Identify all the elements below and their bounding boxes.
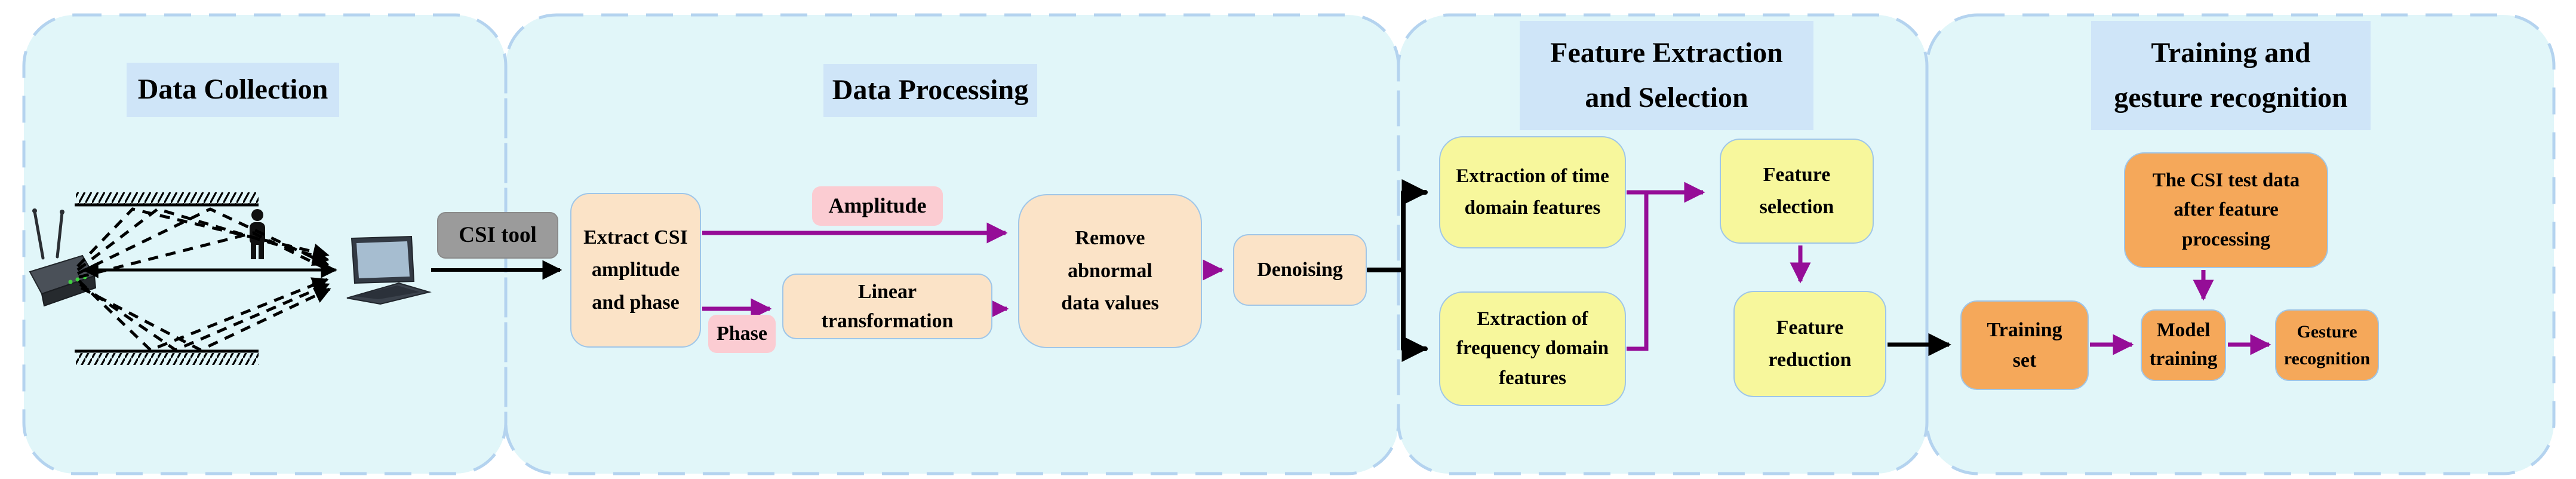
arrow-denoising-to-time xyxy=(1366,179,1428,272)
extract-csi-box: Extract CSI amplitude and phase xyxy=(570,193,701,348)
remove-abnormal-box: Remove abnormal data values xyxy=(1018,194,1202,348)
linear-transformation-box: Linear transformation xyxy=(782,274,992,339)
phase-label: Phase xyxy=(708,315,776,353)
csi-tool-box: CSI tool xyxy=(437,212,558,259)
csi-test-data-box: The CSI test data after feature processi… xyxy=(2124,152,2328,268)
title-training: Training and gesture recognition xyxy=(2091,21,2371,130)
floor-hatch xyxy=(75,349,259,365)
feature-reduction-box: Feature reduction xyxy=(1733,291,1886,397)
feature-selection-box: Feature selection xyxy=(1720,139,1874,244)
title-data-collection: Data Collection xyxy=(127,63,339,117)
training-set-box: Training set xyxy=(1960,300,2089,390)
section-data-processing xyxy=(506,15,1398,474)
amplitude-label: Amplitude xyxy=(812,186,943,226)
time-domain-box: Extraction of time domain features xyxy=(1439,136,1626,248)
laptop-icon xyxy=(346,235,432,305)
ceiling-hatch xyxy=(75,192,259,207)
denoising-box: Denoising xyxy=(1233,234,1367,306)
connector-frequency-join xyxy=(1627,192,1649,351)
frequency-domain-box: Extraction of frequency domain features xyxy=(1439,291,1626,406)
gesture-recognition-box: Gesture recognition xyxy=(2275,309,2379,381)
arrow-denoising-to-frequency xyxy=(1401,267,1428,362)
title-data-processing: Data Processing xyxy=(823,64,1037,117)
title-feature-extraction: Feature Extraction and Selection xyxy=(1520,21,1813,130)
model-training-box: Model training xyxy=(2141,309,2226,381)
